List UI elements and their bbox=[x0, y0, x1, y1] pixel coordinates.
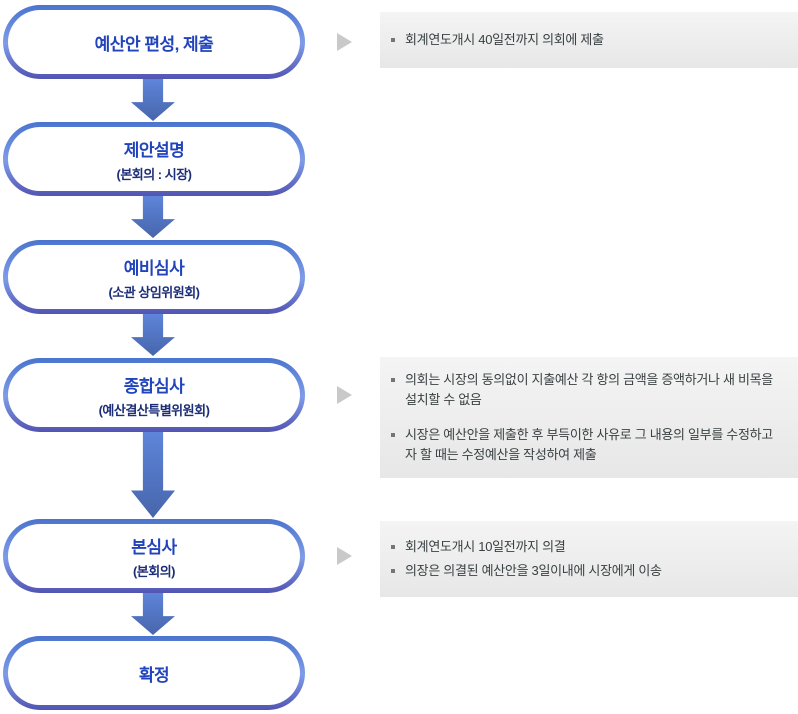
square-bullet-icon bbox=[391, 545, 395, 550]
down-arrow-icon bbox=[131, 593, 175, 635]
flow-step-comprehensive-review: 종합심사 (예산결산특별위원회) bbox=[3, 358, 305, 432]
square-bullet-icon bbox=[391, 37, 395, 42]
square-bullet-icon bbox=[391, 432, 395, 437]
note-item: 시장은 예산안을 제출한 후 부득이한 사유로 그 내용의 일부를 수정하고자 … bbox=[391, 425, 784, 465]
note-text: 회계연도개시 40일전까지 의회에 제출 bbox=[405, 31, 604, 47]
flow-step-pill-inner: 확정 bbox=[8, 641, 300, 705]
square-bullet-icon bbox=[391, 568, 395, 573]
note-box-resolution-deadline: 회계연도개시 10일전까지 의결 의장은 의결된 예산안을 3일이내에 시장에게… bbox=[380, 521, 798, 597]
step-title: 종합심사 bbox=[123, 376, 185, 396]
flow-step-confirmation: 확정 bbox=[3, 636, 305, 710]
flow-step-proposal-explanation: 제안설명 (본회의 : 시장) bbox=[3, 122, 305, 196]
down-arrow-icon bbox=[131, 432, 175, 518]
note-box-submission-deadline: 회계연도개시 40일전까지 의회에 제출 bbox=[380, 12, 798, 68]
right-triangle-icon bbox=[337, 547, 352, 565]
step-subtitle: (본회의) bbox=[132, 563, 176, 579]
down-arrow-icon bbox=[131, 79, 175, 121]
note-item: 의회는 시장의 동의없이 지출예산 각 항의 금액을 증액하거나 새 비목을 설… bbox=[391, 370, 784, 410]
right-triangle-icon bbox=[337, 386, 352, 404]
note-text: 시장은 예산안을 제출한 후 부득이한 사유로 그 내용의 일부를 수정하고자 … bbox=[405, 426, 773, 462]
step-title: 예비심사 bbox=[123, 258, 185, 278]
step-title: 예산안 편성, 제출 bbox=[94, 34, 214, 54]
note-item: 의장은 의결된 예산안을 3일이내에 시장에게 이송 bbox=[391, 561, 784, 581]
flow-step-budget-drafting: 예산안 편성, 제출 bbox=[3, 5, 305, 79]
step-title: 제안설명 bbox=[123, 140, 185, 160]
flow-step-pill-inner: 예산안 편성, 제출 bbox=[8, 10, 300, 74]
right-triangle-icon bbox=[337, 33, 352, 51]
square-bullet-icon bbox=[391, 378, 395, 383]
step-title: 확정 bbox=[138, 665, 170, 685]
note-item: 회계연도개시 10일전까지 의결 bbox=[391, 537, 784, 557]
flow-step-main-review: 본심사 (본회의) bbox=[3, 519, 305, 593]
down-arrow-icon bbox=[131, 196, 175, 238]
flow-step-pill-inner: 제안설명 (본회의 : 시장) bbox=[8, 127, 300, 191]
down-arrow-icon bbox=[131, 314, 175, 356]
step-subtitle: (본회의 : 시장) bbox=[116, 166, 192, 182]
note-box-review-rules: 의회는 시장의 동의없이 지출예산 각 항의 금액을 증액하거나 새 비목을 설… bbox=[380, 357, 798, 478]
flow-step-pill-inner: 본심사 (본회의) bbox=[8, 524, 300, 588]
note-text: 의장은 의결된 예산안을 3일이내에 시장에게 이송 bbox=[405, 562, 662, 578]
flow-step-pill-inner: 종합심사 (예산결산특별위원회) bbox=[8, 363, 300, 427]
note-item: 회계연도개시 40일전까지 의회에 제출 bbox=[391, 30, 784, 50]
flow-step-pill-inner: 예비심사 (소관 상임위원회) bbox=[8, 245, 300, 309]
step-title: 본심사 bbox=[131, 537, 177, 557]
step-subtitle: (소관 상임위원회) bbox=[108, 284, 201, 300]
flow-step-preliminary-review: 예비심사 (소관 상임위원회) bbox=[3, 240, 305, 314]
note-text: 의회는 시장의 동의없이 지출예산 각 항의 금액을 증액하거나 새 비목을 설… bbox=[405, 372, 773, 408]
step-subtitle: (예산결산특별위원회) bbox=[98, 402, 210, 418]
note-text: 회계연도개시 10일전까지 의결 bbox=[405, 539, 566, 555]
